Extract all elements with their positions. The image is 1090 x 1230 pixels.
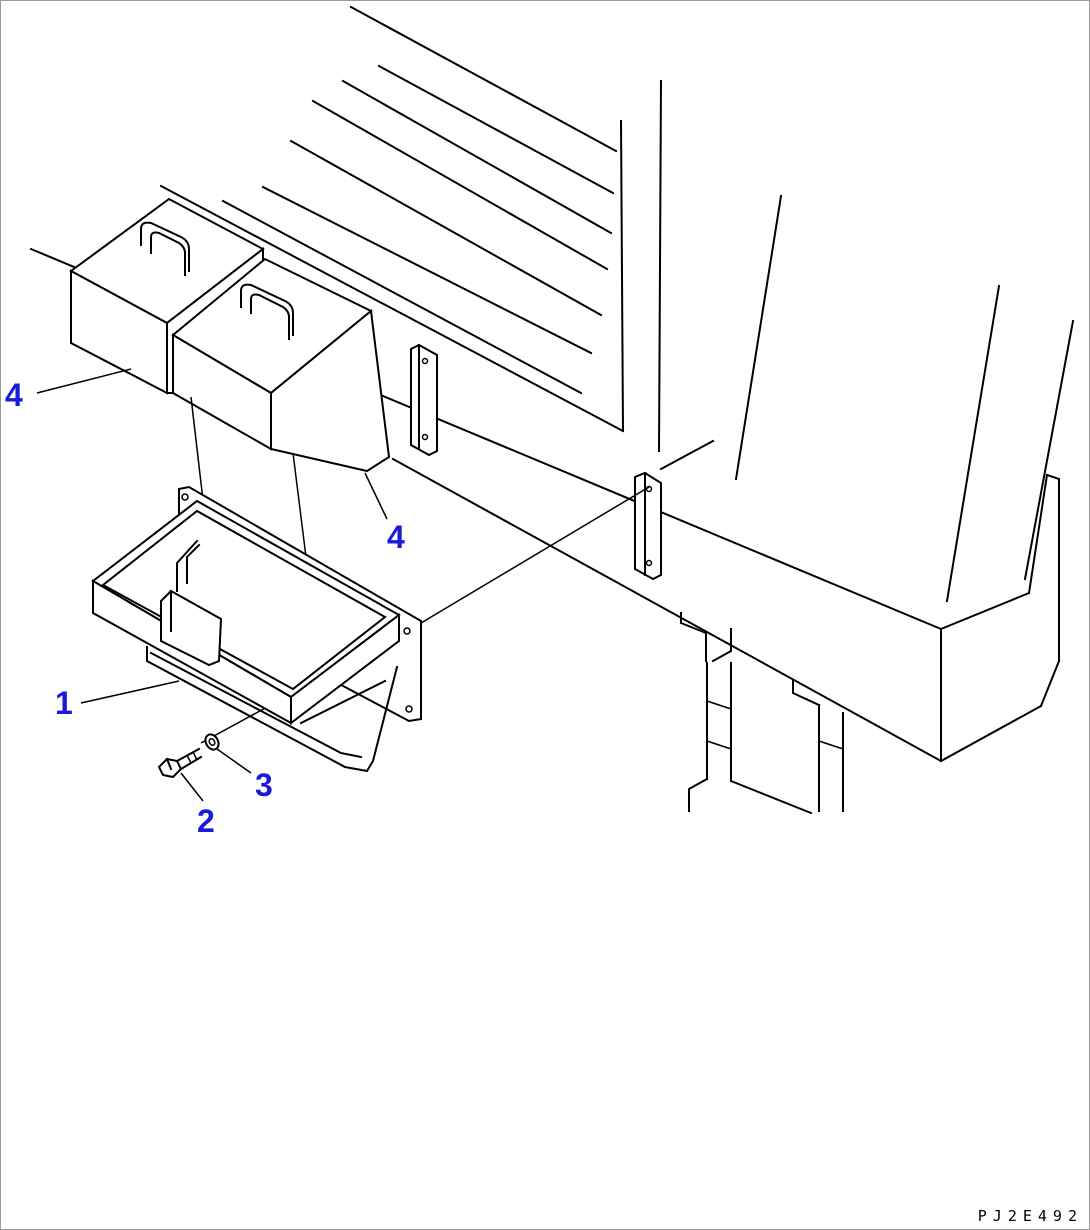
part-2-bolt — [157, 747, 203, 779]
callout-2: 2 — [197, 803, 215, 839]
part-4-right-cover — [171, 257, 391, 473]
leader-lines — [36, 368, 388, 802]
frame-mount-brackets — [410, 343, 662, 581]
lower-pipes — [680, 612, 844, 815]
grille-louvers — [159, 5, 663, 453]
part-1-tray — [91, 485, 422, 773]
callout-4-left: 4 — [5, 377, 23, 413]
callout-4-right: 4 — [387, 519, 405, 555]
callout-3: 3 — [255, 767, 273, 803]
callout-1: 1 — [55, 685, 73, 721]
drawing-code: PJ2E492 — [977, 1207, 1083, 1225]
part-3-washer — [204, 733, 220, 751]
